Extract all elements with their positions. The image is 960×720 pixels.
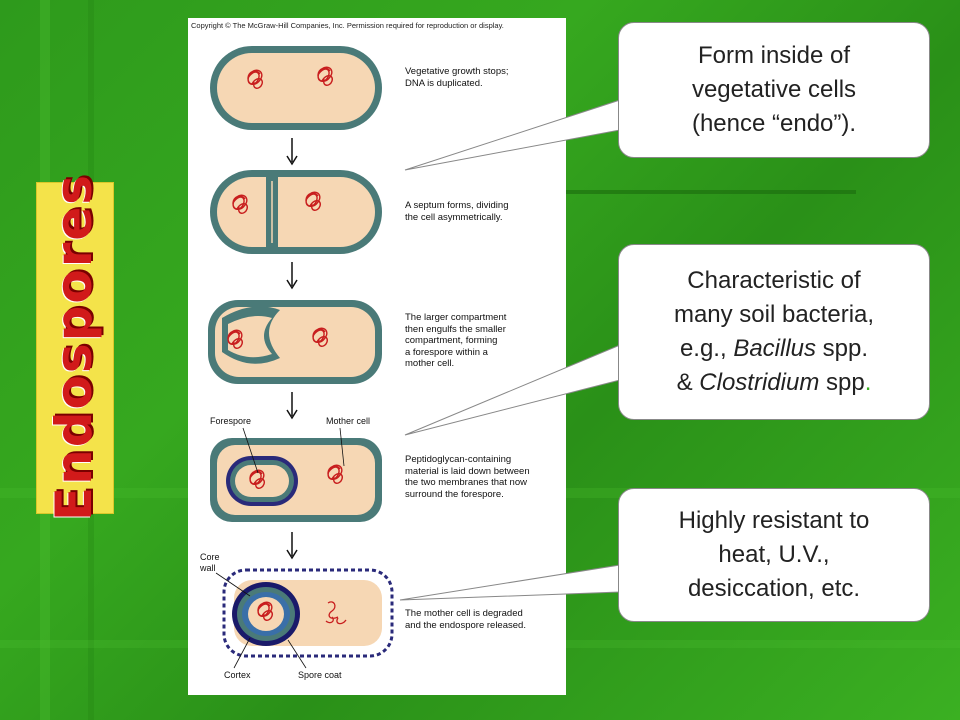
callout2-amp: & bbox=[676, 369, 700, 396]
step1-description: Vegetative growth stops; DNA is duplicat… bbox=[405, 66, 563, 89]
step3-line3: compartment, forming bbox=[405, 335, 498, 346]
callout1-line1: Form inside of bbox=[697, 42, 851, 69]
callout-resistant: Highly resistant to heat, U.V., desiccat… bbox=[618, 488, 930, 622]
callout2-spp2: spp bbox=[819, 369, 865, 396]
step3-description: The larger compartment then engulfs the … bbox=[405, 312, 563, 370]
step4-line4: surround the forespore. bbox=[405, 488, 504, 500]
step3-line2: then engulfs the smaller bbox=[405, 323, 506, 335]
step3-cell bbox=[208, 300, 382, 384]
step1-cell bbox=[210, 46, 382, 130]
step1-line2: DNA is duplicated. bbox=[405, 77, 483, 89]
step4-description: Peptidoglycan-containing material is lai… bbox=[405, 454, 563, 500]
genus-clostridium: Clostridium bbox=[699, 369, 820, 396]
step1-line1: Vegetative growth stops; bbox=[405, 66, 509, 77]
step4-line1: Peptidoglycan-containing bbox=[405, 454, 512, 465]
callout2-line2: many soil bacteria, bbox=[673, 301, 875, 328]
callout2-line3: e.g., Bacillus spp. bbox=[627, 332, 921, 366]
endospore-figure: Copyright © The McGraw-Hill Companies, I… bbox=[188, 18, 566, 695]
endospore-diagram bbox=[208, 46, 394, 669]
pointer-3 bbox=[399, 564, 621, 601]
step3-line4: a forespore within a bbox=[405, 346, 488, 358]
arrow-2 bbox=[286, 262, 298, 290]
step4-cell bbox=[210, 427, 382, 522]
step2-cell bbox=[210, 170, 382, 254]
callout1-line3: (hence “endo”). bbox=[691, 110, 857, 137]
label-wall: wall bbox=[200, 563, 216, 573]
callout3-line3: desiccation, etc. bbox=[687, 575, 861, 602]
pointer-1 bbox=[404, 99, 621, 171]
arrow-1 bbox=[286, 138, 298, 166]
step5-cell bbox=[215, 568, 394, 669]
callout-soil-bacteria: Characteristic of many soil bacteria, e.… bbox=[618, 244, 930, 420]
title-box bbox=[36, 182, 114, 514]
step3-line1: The larger compartment bbox=[405, 312, 507, 323]
callout2-spp1: spp. bbox=[816, 335, 869, 362]
callout2-eg: e.g., bbox=[679, 335, 734, 362]
callout2-line1: Characteristic of bbox=[687, 267, 861, 294]
step4-line3: the two membranes that now bbox=[405, 477, 527, 488]
step5-description: The mother cell is degraded and the endo… bbox=[405, 608, 563, 631]
callout3-line2: heat, U.V., bbox=[718, 541, 830, 568]
genus-bacillus: Bacillus bbox=[733, 335, 817, 362]
callout2-line4: & Clostridium spp. bbox=[627, 366, 921, 400]
label-mother-cell: Mother cell bbox=[326, 416, 371, 426]
step5-line1: The mother cell is degraded bbox=[405, 608, 523, 619]
step4-line2: material is laid down between bbox=[405, 465, 530, 477]
label-cortex: Cortex bbox=[224, 670, 251, 680]
step3-line5: mother cell. bbox=[405, 358, 455, 369]
step2-line1: A septum forms, dividing bbox=[405, 200, 509, 211]
callout2-period: . bbox=[864, 369, 872, 396]
label-core: Core bbox=[200, 552, 220, 562]
step2-description: A septum forms, dividing the cell asymme… bbox=[405, 200, 563, 223]
arrow-4 bbox=[286, 532, 298, 560]
pointer-2 bbox=[404, 344, 621, 436]
step5-line2: and the endospore released. bbox=[405, 619, 526, 631]
callout-form-inside: Form inside of vegetative cells (hence “… bbox=[618, 22, 930, 158]
callout3-line1: Highly resistant to bbox=[678, 507, 870, 534]
step2-line2: the cell asymmetrically. bbox=[405, 211, 503, 223]
callout1-line2: vegetative cells bbox=[691, 76, 857, 103]
arrow-3 bbox=[286, 392, 298, 420]
copyright-notice: Copyright © The McGraw-Hill Companies, I… bbox=[191, 21, 504, 30]
label-forespore: Forespore bbox=[210, 416, 252, 426]
label-spore-coat: Spore coat bbox=[298, 670, 342, 680]
